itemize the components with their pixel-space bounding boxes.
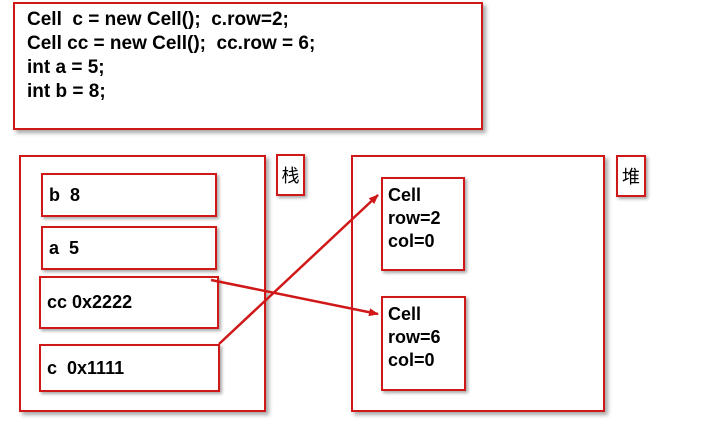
object-col: col=0 xyxy=(388,350,435,370)
heap-object-1: Cell row=2 col=0 xyxy=(381,177,465,271)
heap-label: 堆 xyxy=(616,155,646,197)
code-line: Cell c = new Cell(); c.row=2; xyxy=(27,9,289,30)
stack-var-a: a 5 xyxy=(41,226,217,270)
object-type: Cell xyxy=(388,304,422,324)
object-row: row=6 xyxy=(388,327,441,347)
stack-var-b: b 8 xyxy=(41,173,217,217)
stack-label: 栈 xyxy=(276,154,305,196)
code-line: int b = 8; xyxy=(27,81,106,102)
object-type: Cell xyxy=(388,185,422,205)
stack-var-c: c 0x1111 xyxy=(39,344,220,392)
stack-var-cc: cc 0x2222 xyxy=(39,276,219,329)
code-line: Cell cc = new Cell(); cc.row = 6; xyxy=(27,33,316,54)
object-row: row=2 xyxy=(388,208,441,228)
object-col: col=0 xyxy=(388,231,435,251)
code-box: Cell c = new Cell(); c.row=2; Cell cc = … xyxy=(13,2,483,130)
code-line: int a = 5; xyxy=(27,57,105,78)
heap-object-2: Cell row=6 col=0 xyxy=(381,296,466,391)
